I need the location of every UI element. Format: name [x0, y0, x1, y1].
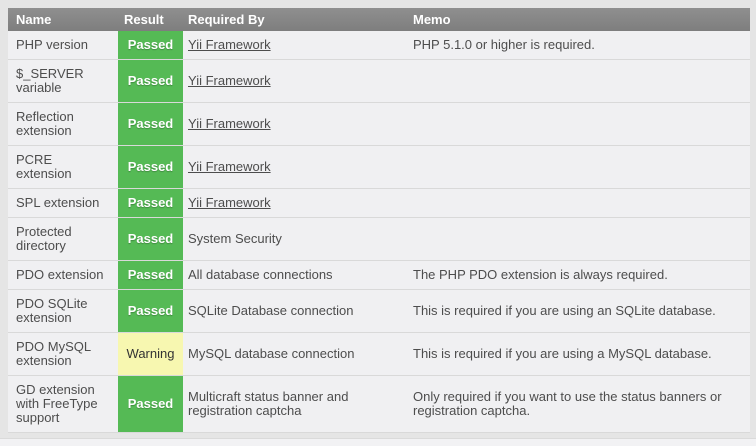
memo-cell — [405, 218, 750, 260]
memo-text: This is required if you are using a MySQ… — [413, 346, 712, 361]
requirement-name-cell: PHP version — [8, 31, 118, 59]
requirement-name-cell: Protected directory — [8, 218, 118, 260]
required-by-cell: Yii Framework — [183, 31, 405, 59]
result-label: Passed — [127, 37, 174, 52]
requirement-name: Reflection extension — [16, 109, 74, 138]
memo-text: The PHP PDO extension is always required… — [413, 267, 668, 282]
result-badge: Passed — [118, 376, 183, 432]
result-label: Warning — [126, 346, 175, 361]
required-by-text: System Security — [188, 231, 282, 246]
result-badge: Passed — [118, 261, 183, 289]
required-by-cell: MySQL database connection — [183, 333, 405, 375]
requirement-name: SPL extension — [16, 195, 100, 210]
result-badge: Warning — [118, 333, 183, 375]
required-by-cell: Yii Framework — [183, 189, 405, 217]
table-row: $_SERVER variable Passed Yii Framework — [8, 60, 750, 103]
required-by-link[interactable]: Yii Framework — [188, 73, 271, 88]
requirement-name: PDO SQLite extension — [16, 296, 88, 325]
requirements-table: Name Result Required By Memo PHP version… — [8, 8, 750, 433]
requirement-name-cell: PDO MySQL extension — [8, 333, 118, 375]
required-by-link[interactable]: Yii Framework — [188, 116, 271, 131]
memo-cell: This is required if you are using an SQL… — [405, 290, 750, 332]
required-by-cell: Yii Framework — [183, 146, 405, 188]
result-label: Passed — [127, 267, 174, 282]
requirement-name-cell: PDO SQLite extension — [8, 290, 118, 332]
cropped-panel-below-table — [0, 438, 756, 446]
requirement-name-cell: PCRE extension — [8, 146, 118, 188]
requirement-name-cell: GD extension with FreeType support — [8, 376, 118, 432]
table-row: GD extension with FreeType support Passed… — [8, 376, 750, 433]
table-row: PHP version Passed Yii Framework PHP 5.1.0 … — [8, 31, 750, 60]
requirement-name-cell: PDO extension — [8, 261, 118, 289]
memo-text: This is required if you are using an SQL… — [413, 303, 716, 318]
table-row: Reflection extension Passed Yii Framework — [8, 103, 750, 146]
requirement-name: Protected directory — [16, 224, 72, 253]
required-by-cell: Multicraft status banner and registratio… — [183, 376, 405, 432]
required-by-text: Multicraft status banner and registratio… — [188, 389, 349, 418]
memo-cell — [405, 189, 750, 217]
requirement-name-cell: SPL extension — [8, 189, 118, 217]
requirement-name: PDO extension — [16, 267, 104, 282]
table-row: PDO MySQL extension Warning MySQL database… — [8, 333, 750, 376]
memo-cell: Only required if you want to use the sta… — [405, 376, 750, 432]
header-result: Result — [124, 12, 164, 27]
table-row: SPL extension Passed Yii Framework — [8, 189, 750, 218]
memo-cell — [405, 103, 750, 145]
result-badge: Passed — [118, 146, 183, 188]
memo-cell: The PHP PDO extension is always required… — [405, 261, 750, 289]
required-by-cell: Yii Framework — [183, 103, 405, 145]
required-by-link[interactable]: Yii Framework — [188, 195, 271, 210]
result-badge: Passed — [118, 103, 183, 145]
result-label: Passed — [127, 159, 174, 174]
required-by-link[interactable]: Yii Framework — [188, 37, 271, 52]
table-row: Protected directory Passed System Security — [8, 218, 750, 261]
result-label: Passed — [127, 303, 174, 318]
header-memo: Memo — [413, 12, 451, 27]
memo-text: PHP 5.1.0 or higher is required. — [413, 37, 595, 52]
required-by-cell: Yii Framework — [183, 60, 405, 102]
requirement-name: PCRE extension — [16, 152, 72, 181]
memo-cell — [405, 60, 750, 102]
required-by-cell: All database connections — [183, 261, 405, 289]
header-name: Name — [16, 12, 52, 27]
requirement-name: PHP version — [16, 37, 89, 52]
requirement-name: PDO MySQL extension — [16, 339, 91, 368]
table-row: PDO extension Passed All database connecti… — [8, 261, 750, 290]
result-label: Passed — [127, 73, 174, 88]
memo-cell: PHP 5.1.0 or higher is required. — [405, 31, 750, 59]
header-required-by: Required By — [188, 12, 265, 27]
required-by-cell: System Security — [183, 218, 405, 260]
required-by-link[interactable]: Yii Framework — [188, 159, 271, 174]
result-label: Passed — [127, 396, 174, 411]
requirement-name-cell: Reflection extension — [8, 103, 118, 145]
table-row: PCRE extension Passed Yii Framework — [8, 146, 750, 189]
required-by-text: All database connections — [188, 267, 333, 282]
requirement-name: GD extension with FreeType support — [16, 382, 98, 425]
required-by-text: SQLite Database connection — [188, 303, 354, 318]
result-badge: Passed — [118, 189, 183, 217]
result-badge: Passed — [118, 60, 183, 102]
result-badge: Passed — [118, 290, 183, 332]
result-label: Passed — [127, 116, 174, 131]
requirement-name: $_SERVER variable — [16, 66, 84, 95]
table-row: PDO SQLite extension Passed SQLite Databas… — [8, 290, 750, 333]
memo-cell: This is required if you are using a MySQ… — [405, 333, 750, 375]
result-label: Passed — [127, 195, 174, 210]
result-label: Passed — [127, 231, 174, 246]
memo-cell — [405, 146, 750, 188]
required-by-cell: SQLite Database connection — [183, 290, 405, 332]
result-badge: Passed — [118, 218, 183, 260]
requirement-name-cell: $_SERVER variable — [8, 60, 118, 102]
result-badge: Passed — [118, 31, 183, 59]
required-by-text: MySQL database connection — [188, 346, 355, 361]
memo-text: Only required if you want to use the sta… — [413, 389, 722, 418]
table-header-row: Name Result Required By Memo — [8, 8, 750, 31]
